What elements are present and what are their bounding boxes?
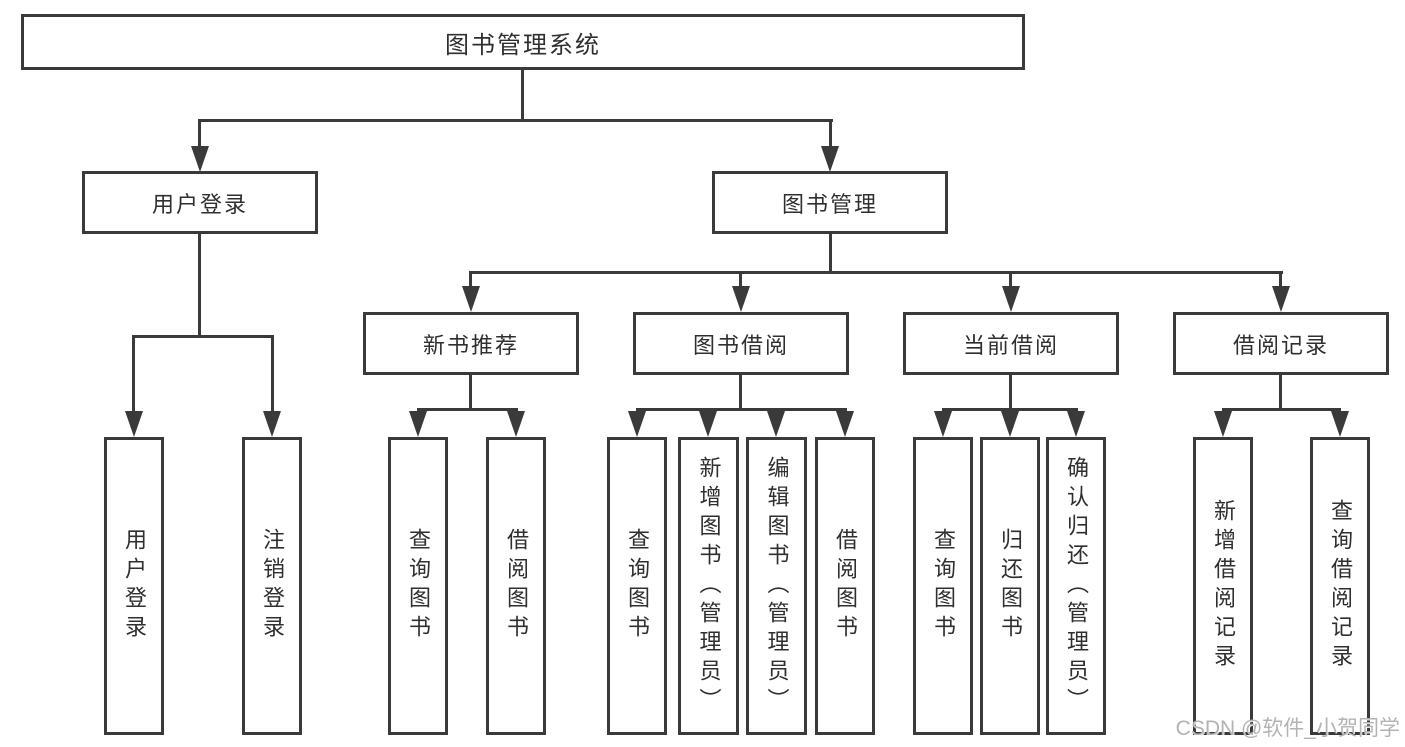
arrow-to-records-query-record <box>1331 411 1349 437</box>
connector-sec1-crossbar <box>636 408 847 411</box>
arrow-to-newrec-borrow-books <box>507 411 525 437</box>
leaf-newrec-borrow-books: 借阅图书 <box>486 437 546 735</box>
leaf-borrow-add-books-admin-label: 新增图书（管理员） <box>696 455 722 717</box>
leaf-current-confirm-return-admin: 确认归还（管理员） <box>1046 437 1106 735</box>
leaf-newrec-query-books: 查询图书 <box>388 437 448 735</box>
connector-sec0-drop <box>469 271 472 289</box>
connector-user-stem <box>198 234 201 338</box>
node-book-borrowing-label: 图书借阅 <box>692 332 789 358</box>
leaf-logout: 注销登录 <box>242 437 302 735</box>
arrow-to-borrow-borrow-books <box>836 411 854 437</box>
leaf-current-query-books: 查询图书 <box>913 437 973 735</box>
connector-root-crossbar <box>198 119 833 122</box>
node-user-login: 用户登录 <box>82 171 318 234</box>
leaf-records-query-record-label: 查询借阅记录 <box>1328 499 1353 673</box>
connector-root-stem <box>521 70 524 122</box>
arrow-to-borrowing-records <box>1272 286 1290 312</box>
connector-sec3-stem <box>1279 375 1282 411</box>
connector-sec0-crossbar <box>417 408 518 411</box>
arrow-to-current-confirm-return <box>1067 411 1085 437</box>
node-borrowing-records-label: 借阅记录 <box>1232 332 1329 358</box>
leaf-records-add-record: 新增借阅记录 <box>1193 437 1253 735</box>
leaf-records-query-record: 查询借阅记录 <box>1310 437 1370 735</box>
connector-sec1-drop <box>739 271 742 289</box>
arrow-to-newrec-query-books <box>409 411 427 437</box>
leaf-borrow-borrow-books: 借阅图书 <box>815 437 875 735</box>
node-new-book-recommendation-label: 新书推荐 <box>422 332 519 358</box>
arrow-to-book-management <box>821 146 839 172</box>
arrow-to-book-borrowing <box>732 286 750 312</box>
node-user-login-label: 用户登录 <box>151 191 248 217</box>
arrow-to-user-login <box>191 146 209 172</box>
leaf-logout-label: 注销登录 <box>260 528 285 644</box>
connector-sec2-stem <box>1009 375 1012 411</box>
arrow-to-current-return-books <box>1001 411 1019 437</box>
leaf-newrec-query-books-label: 查询图书 <box>406 528 431 644</box>
connector-sec2-crossbar <box>942 408 1078 411</box>
node-root: 图书管理系统 <box>21 14 1025 70</box>
node-current-borrowing: 当前借阅 <box>903 312 1119 375</box>
node-book-borrowing: 图书借阅 <box>633 312 849 375</box>
connector-sec3-crossbar <box>1222 408 1341 411</box>
leaf-borrow-add-books-admin: 新增图书（管理员） <box>678 437 739 735</box>
connector-mgmt-crossbar <box>469 271 1283 274</box>
connector-sec1-stem <box>739 375 742 411</box>
node-borrowing-records: 借阅记录 <box>1173 312 1389 375</box>
node-new-book-recommendation: 新书推荐 <box>363 312 579 375</box>
connector-mgmt-drop <box>829 119 832 149</box>
node-root-label: 图书管理系统 <box>445 31 601 59</box>
arrow-to-borrow-edit-books <box>767 411 785 437</box>
connector-user-leaf2-drop <box>271 335 274 414</box>
leaf-borrow-edit-books-admin-label: 编辑图书（管理员） <box>764 455 790 717</box>
connector-sec3-drop <box>1279 271 1282 289</box>
arrow-to-leaf-user-login <box>125 411 143 437</box>
connector-user-crossbar <box>133 335 274 338</box>
leaf-current-return-books: 归还图书 <box>980 437 1040 735</box>
node-current-borrowing-label: 当前借阅 <box>962 332 1059 358</box>
leaf-current-confirm-return-admin-label: 确认归还（管理员） <box>1064 455 1089 717</box>
connector-sec2-drop <box>1009 271 1012 289</box>
node-book-management-label: 图书管理 <box>781 191 878 217</box>
leaf-user-login-label: 用户登录 <box>122 528 147 644</box>
leaf-current-query-books-label: 查询图书 <box>931 528 956 644</box>
leaf-borrow-edit-books-admin: 编辑图书（管理员） <box>746 437 807 735</box>
connector-user-drop <box>198 119 201 149</box>
arrow-to-leaf-logout <box>263 411 281 437</box>
arrow-to-borrow-add-books <box>699 411 717 437</box>
leaf-user-login: 用户登录 <box>104 437 164 735</box>
arrow-to-records-add-record <box>1214 411 1232 437</box>
arrow-to-current-query-books <box>934 411 952 437</box>
leaf-borrow-borrow-books-label: 借阅图书 <box>833 528 858 644</box>
leaf-current-return-books-label: 归还图书 <box>998 528 1023 644</box>
connector-mgmt-stem <box>829 234 832 274</box>
arrow-to-borrow-query-books <box>628 411 646 437</box>
arrow-to-new-book-recommendation <box>462 286 480 312</box>
csdn-watermark: CSDN @软件_小贺同学 <box>1175 717 1400 740</box>
connector-user-leaf1-drop <box>132 335 135 414</box>
leaf-records-add-record-label: 新增借阅记录 <box>1211 499 1236 673</box>
leaf-newrec-borrow-books-label: 借阅图书 <box>504 528 529 644</box>
leaf-borrow-query-books: 查询图书 <box>607 437 667 735</box>
connector-sec0-stem <box>469 375 472 411</box>
node-book-management: 图书管理 <box>712 171 948 234</box>
arrow-to-current-borrowing <box>1002 286 1020 312</box>
leaf-borrow-query-books-label: 查询图书 <box>625 528 650 644</box>
